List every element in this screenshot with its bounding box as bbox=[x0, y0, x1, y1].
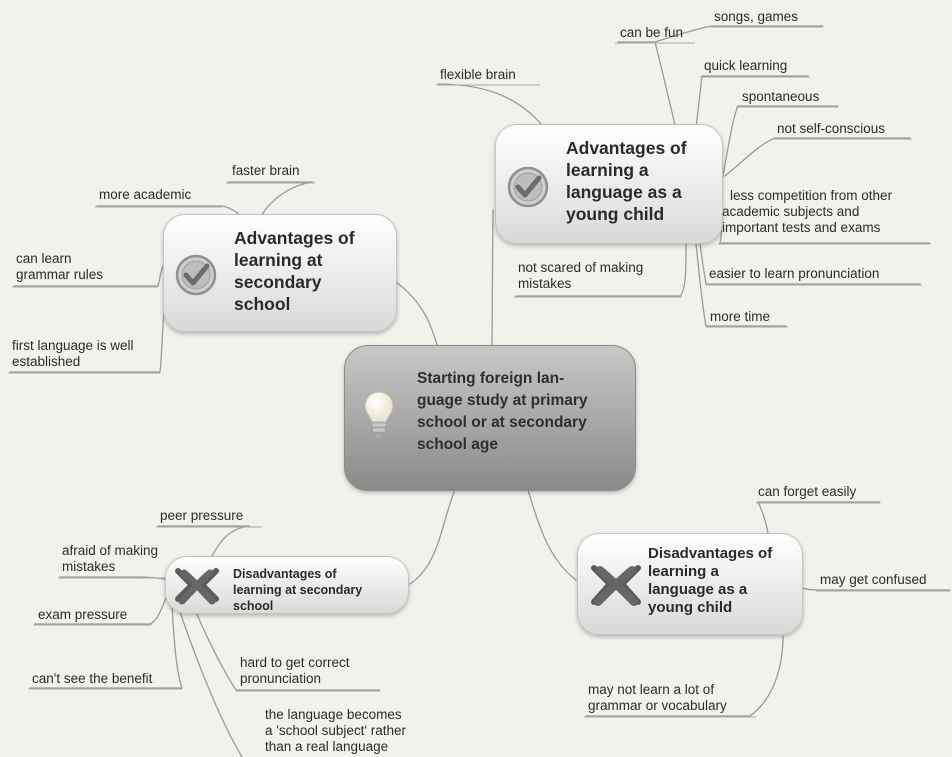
connector-flexible-brain bbox=[437, 83, 543, 126]
connector-faster-brain bbox=[227, 181, 314, 219]
connector-not-scared bbox=[515, 241, 687, 297]
lightbulb-icon bbox=[363, 390, 395, 449]
leaf-afraid-mistakes[interactable]: afraid of making mistakes bbox=[62, 543, 159, 574]
leaf-exam-pressure[interactable]: exam pressure bbox=[38, 607, 128, 622]
leaf-less-competition[interactable]: less competition from other academic sub… bbox=[722, 188, 893, 235]
leaf-first-language[interactable]: first language is well established bbox=[12, 338, 134, 369]
connector-center-to-disadv-secondary bbox=[409, 491, 455, 585]
leaf-hard-pronunciation[interactable]: hard to get correct pronunciation bbox=[240, 655, 350, 686]
branch-disadvantages-secondary[interactable]: Disadvantages of learning at secondary s… bbox=[165, 556, 409, 614]
connector-not-learn bbox=[585, 635, 784, 717]
connector-quick-learning bbox=[695, 75, 809, 129]
connector-center-to-adv-secondary bbox=[395, 281, 438, 346]
leaf-get-confused[interactable]: may get confused bbox=[820, 572, 927, 587]
leaf-not-learn-grammar[interactable]: may not learn a lot of grammar or vocabu… bbox=[588, 682, 727, 713]
connector-songs-games bbox=[654, 25, 824, 43]
leaf-not-self-conscious[interactable]: not self-conscious bbox=[777, 121, 886, 136]
checkmark-icon bbox=[506, 165, 550, 214]
central-topic-node[interactable]: Starting foreign lan- guage study at pri… bbox=[344, 345, 636, 491]
connector-can-be-fun bbox=[617, 41, 676, 126]
leaf-quick-learning[interactable]: quick learning bbox=[704, 58, 788, 73]
leaf-faster-brain[interactable]: faster brain bbox=[232, 163, 300, 178]
central-topic-title: Starting foreign lan- guage study at pri… bbox=[417, 370, 588, 453]
branch-disadvantages-young-child-title: Disadvantages of learning a language as … bbox=[648, 545, 773, 616]
leaf-spontaneous[interactable]: spontaneous bbox=[742, 89, 820, 104]
leaf-not-scared[interactable]: not scared of making mistakes bbox=[518, 260, 644, 291]
connector-cant-see bbox=[29, 604, 183, 689]
branch-disadvantages-secondary-title: Disadvantages of learning at secondary s… bbox=[233, 567, 363, 613]
connector-center-to-adv-young bbox=[491, 209, 494, 348]
branch-advantages-secondary-title: Advantages of learning at secondary scho… bbox=[234, 228, 355, 314]
branch-advantages-secondary[interactable]: Advantages of learning at secondary scho… bbox=[163, 214, 397, 332]
leaf-flexible-brain[interactable]: flexible brain bbox=[440, 67, 516, 82]
leaf-peer-pressure[interactable]: peer pressure bbox=[160, 508, 244, 523]
connector-peer-pressure bbox=[157, 525, 251, 561]
leaf-can-be-fun[interactable]: can be fun bbox=[620, 25, 684, 40]
leaf-school-subject[interactable]: the language becomes a 'school subject' … bbox=[265, 707, 406, 754]
leaf-songs-games[interactable]: songs, games bbox=[714, 9, 799, 24]
cross-icon bbox=[174, 565, 220, 612]
leaf-grammar-rules[interactable]: can learn grammar rules bbox=[16, 251, 104, 282]
leaf-more-time[interactable]: more time bbox=[710, 309, 771, 324]
leaf-cant-see-benefit[interactable]: can't see the benefit bbox=[32, 671, 153, 686]
connector-school-subject bbox=[179, 611, 243, 757]
cross-icon bbox=[590, 562, 642, 613]
connector-more-time bbox=[695, 243, 787, 327]
connector-center-to-disadv-young bbox=[527, 489, 577, 581]
connector-hard-pron bbox=[195, 611, 381, 691]
connector-spontaneous bbox=[721, 105, 839, 181]
leaf-easier-pronunciation[interactable]: easier to learn pronunciation bbox=[709, 266, 880, 281]
leaf-more-academic[interactable]: more academic bbox=[99, 187, 192, 202]
connector-exam-pressure bbox=[34, 597, 167, 625]
checkmark-icon bbox=[174, 253, 218, 302]
branch-advantages-young-child-title: Advantages of learning a language as a y… bbox=[566, 138, 687, 224]
connector-not-self-conscious bbox=[724, 137, 911, 177]
branch-advantages-young-child[interactable]: Advantages of learning a language as a y… bbox=[495, 124, 723, 244]
leaf-forget-easily[interactable]: can forget easily bbox=[758, 484, 857, 499]
branch-disadvantages-young-child[interactable]: Disadvantages of learning a language as … bbox=[577, 533, 803, 635]
connector-easier-pron bbox=[699, 242, 921, 285]
